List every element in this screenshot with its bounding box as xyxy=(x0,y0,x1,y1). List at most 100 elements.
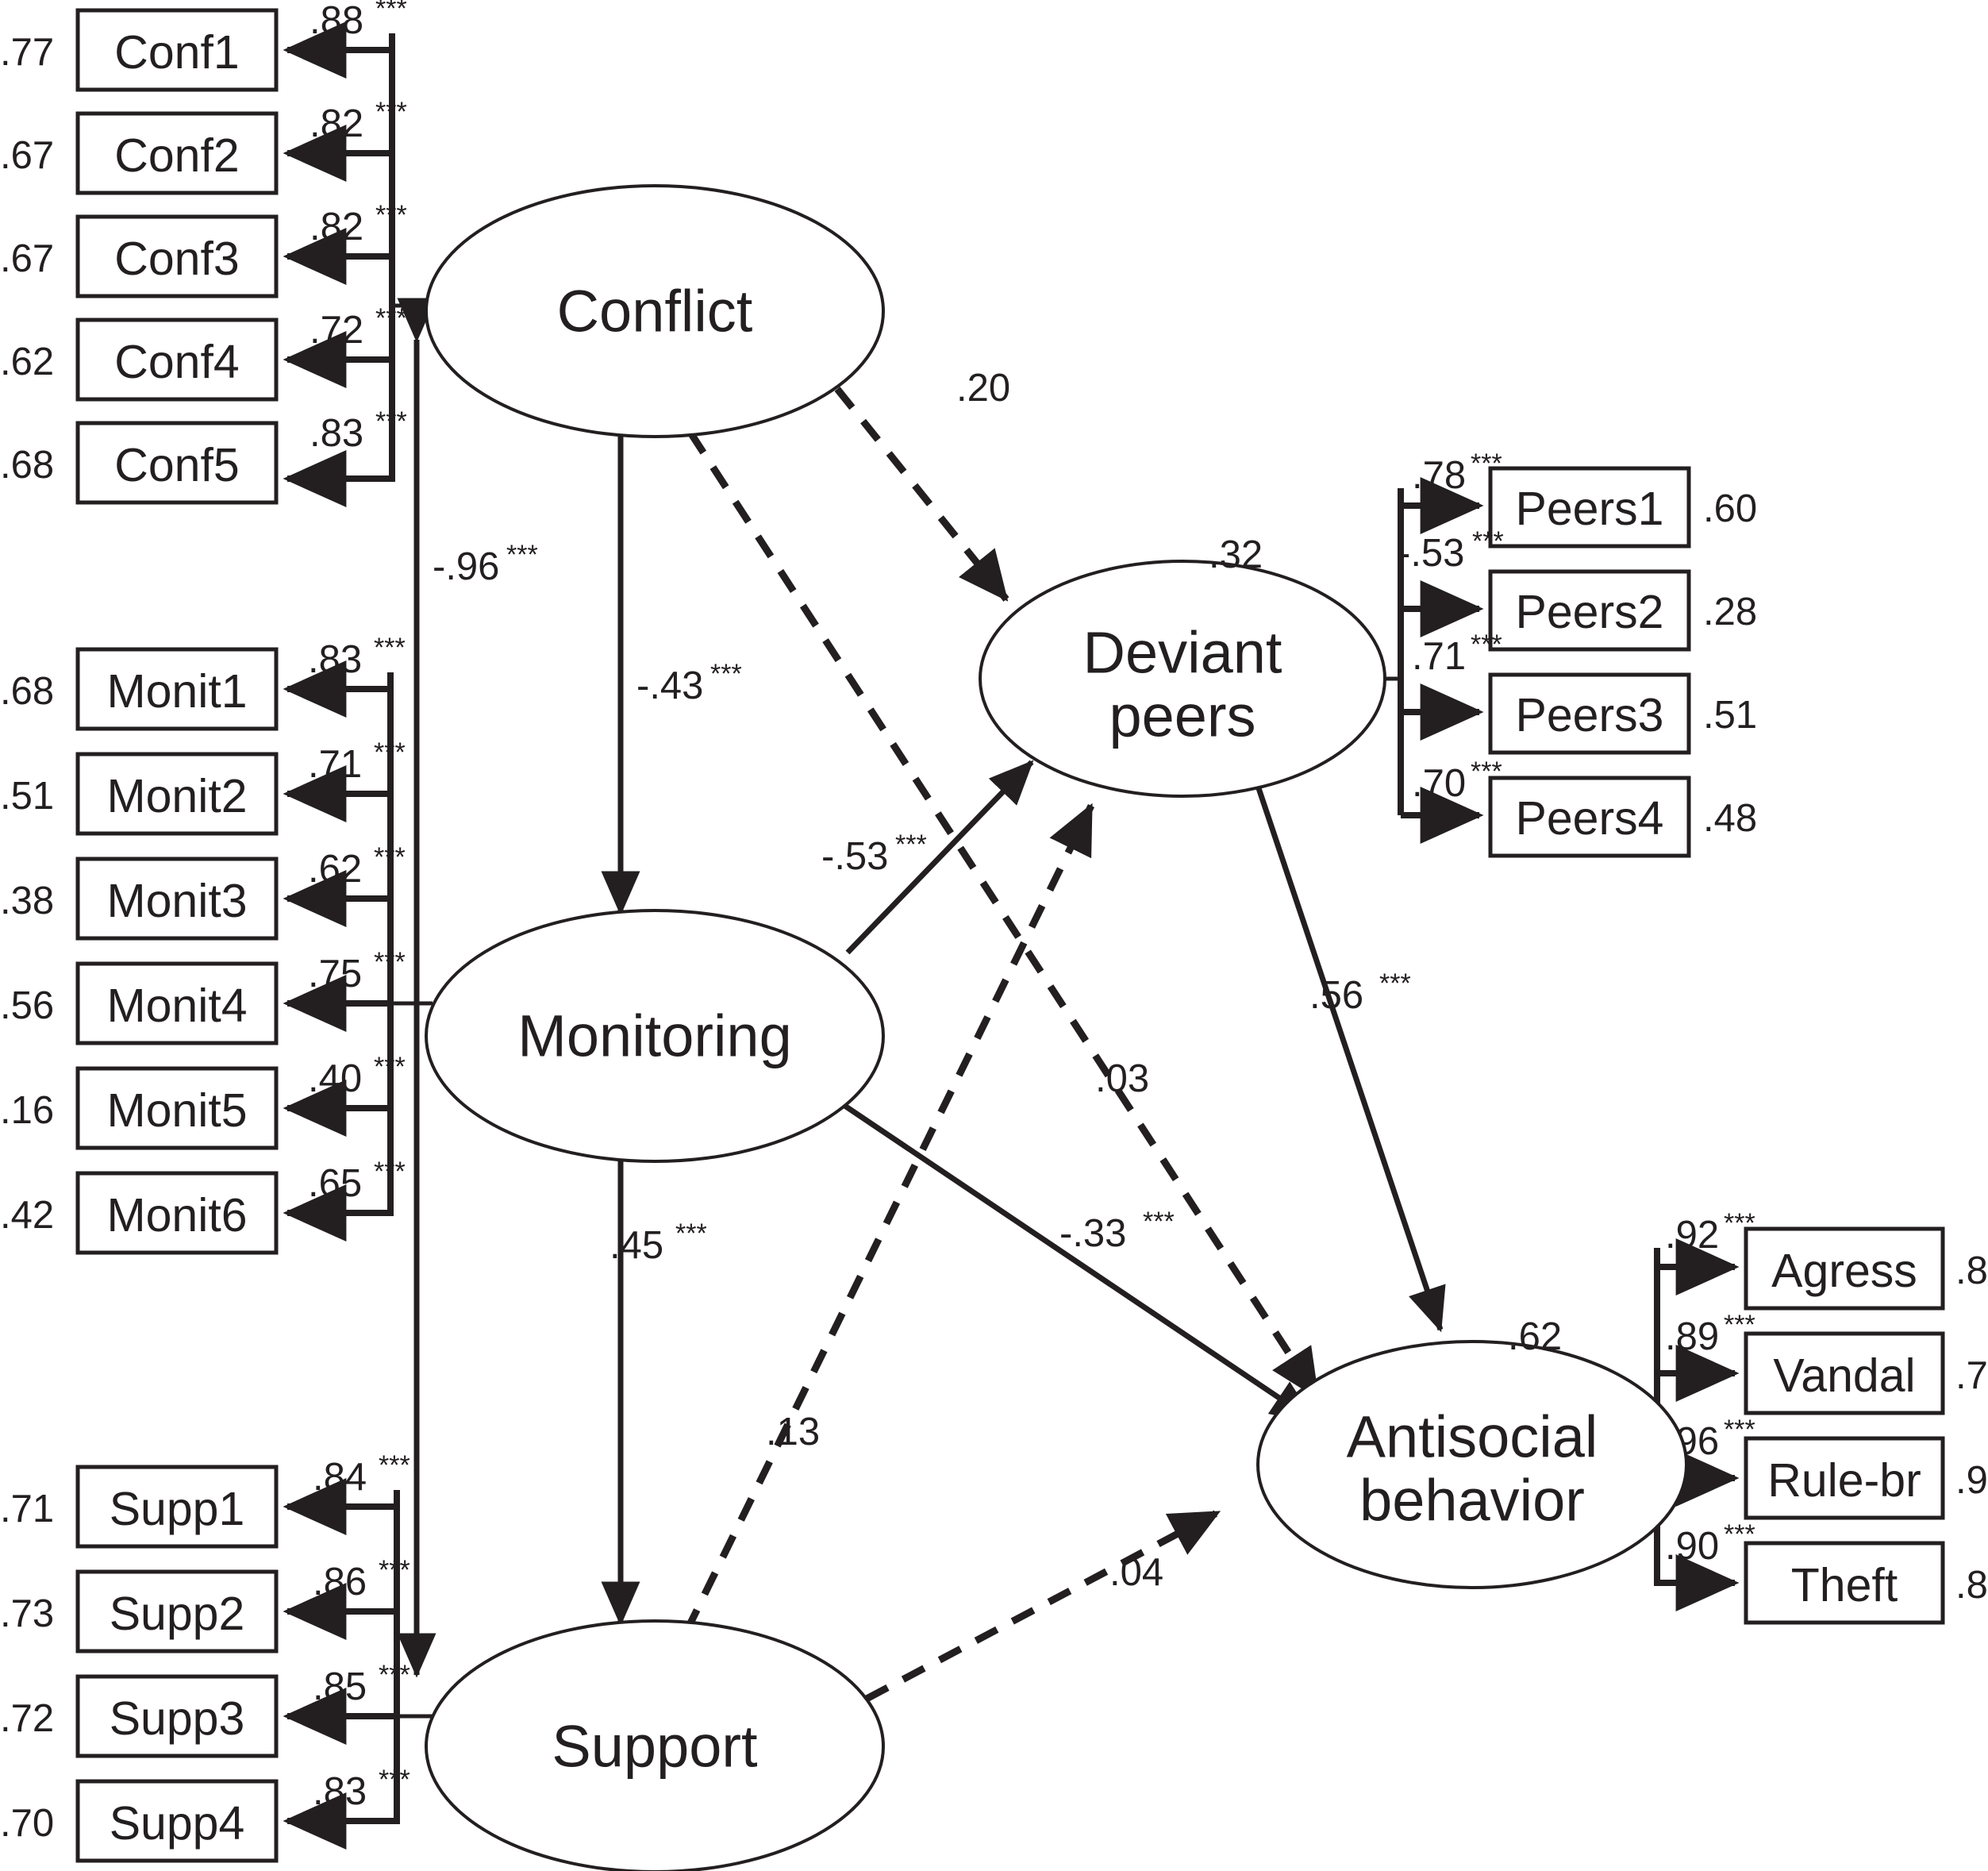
indicator-label-conf4: Conf4 xyxy=(114,336,239,388)
latent-ellipse-conflict xyxy=(425,184,885,438)
latent-label-antisocial-line1: Antisocial xyxy=(1347,1404,1598,1470)
r-squared-peers: .32 xyxy=(1209,533,1263,576)
coef-monitoring-antisocial: -.33 xyxy=(1059,1212,1126,1255)
indicator-box-conf1 xyxy=(75,8,279,92)
residual-conf3: .67 xyxy=(0,237,54,280)
residual-conf1: .77 xyxy=(0,31,54,74)
indicator-label-theft: Theft xyxy=(1791,1559,1898,1611)
residual-conf4: .62 xyxy=(0,341,54,383)
indicator-label-peers1: Peers1 xyxy=(1516,483,1664,535)
indicator-box-supp4 xyxy=(75,1779,279,1863)
loading-peers4: .70 xyxy=(1412,762,1466,805)
indicator-box-conf4 xyxy=(75,318,279,402)
residual-monit6: .42 xyxy=(0,1194,54,1237)
loading-conf4: .72 xyxy=(310,309,363,352)
residual-peers2: .28 xyxy=(1703,591,1757,633)
loading-monit4: .75 xyxy=(308,953,362,995)
residual-supp2: .73 xyxy=(0,1592,54,1635)
sig-peers2: *** xyxy=(1472,526,1504,556)
indicator-box-supp1 xyxy=(75,1465,279,1549)
indicator-label-monit3: Monit3 xyxy=(106,875,247,927)
sig-monitoring-support: *** xyxy=(675,1218,707,1249)
residual-monit4: .56 xyxy=(0,984,54,1027)
coef-support-antisocial: .04 xyxy=(1109,1551,1163,1594)
indicator-box-monit5 xyxy=(75,1066,279,1150)
indicator-label-conf1: Conf1 xyxy=(114,26,239,79)
indicator-box-agress xyxy=(1744,1226,1945,1311)
sig-peers-antisocial: *** xyxy=(1379,968,1411,999)
residual-monit1: .68 xyxy=(0,670,54,713)
latent-label-monitoring: Monitoring xyxy=(517,1003,792,1069)
indicator-label-supp2: Supp2 xyxy=(110,1588,245,1640)
indicator-box-monit4 xyxy=(75,961,279,1045)
indicator-box-theft xyxy=(1744,1541,1945,1625)
indicator-box-rulebr xyxy=(1744,1436,1945,1520)
latent-label-conflict: Conflict xyxy=(557,279,753,345)
residual-monit2: .51 xyxy=(0,775,54,818)
indicator-label-conf2: Conf2 xyxy=(114,129,239,182)
sig-peers1: *** xyxy=(1471,449,1502,479)
sig-peers4: *** xyxy=(1471,756,1502,787)
latent-ellipse-monitoring xyxy=(425,909,885,1163)
path-support-peers xyxy=(683,803,1095,1633)
antisocial-indicator-group: Agress .84 .92 *** Vandal .79 .89 *** Ru… xyxy=(1635,1208,1988,1625)
sig-theft: *** xyxy=(1724,1519,1755,1550)
coef-support-peers: .13 xyxy=(766,1411,820,1453)
peers-indicator-group: Peers1 .60 .78 *** Peers2 .28 -.53 *** P… xyxy=(1385,449,1757,858)
loading-arrow-conf5 xyxy=(283,450,395,507)
loading-conf1: .88 xyxy=(310,0,363,42)
indicator-box-supp2 xyxy=(75,1569,279,1653)
indicator-box-vandal xyxy=(1744,1331,1945,1415)
indicator-label-agress: Agress xyxy=(1771,1245,1917,1297)
loading-supp4: .83 xyxy=(313,1770,367,1813)
indicator-box-peers2 xyxy=(1488,569,1691,652)
indicator-box-supp3 xyxy=(75,1674,279,1758)
indicator-label-conf5: Conf5 xyxy=(114,439,239,491)
sig-agress: *** xyxy=(1724,1208,1755,1238)
loading-supp2: .86 xyxy=(313,1561,367,1603)
residual-theft: .82 xyxy=(1955,1564,1988,1607)
loading-peers3: .71 xyxy=(1412,635,1466,678)
indicator-label-monit5: Monit5 xyxy=(106,1084,247,1137)
path-peers-antisocial xyxy=(1255,784,1446,1333)
loading-peers2: -.53 xyxy=(1398,532,1464,575)
residual-conf5: .68 xyxy=(0,444,54,487)
coef-conflict-antisocial: .03 xyxy=(1095,1057,1149,1100)
latent-label-peers-line2: peers xyxy=(1109,683,1255,749)
residual-peers3: .51 xyxy=(1703,694,1757,737)
indicator-box-conf2 xyxy=(75,111,279,195)
indicator-label-monit1: Monit1 xyxy=(106,665,247,718)
loading-conf3: .82 xyxy=(310,206,363,248)
coef-monitoring-peers: -.53 xyxy=(821,835,888,878)
indicator-box-conf5 xyxy=(75,421,279,505)
indicator-label-conf3: Conf3 xyxy=(114,233,239,285)
indicator-box-monit1 xyxy=(75,647,279,731)
sig-monitoring-peers: *** xyxy=(895,830,927,860)
loading-monit1: .83 xyxy=(308,638,362,681)
residual-conf2: .67 xyxy=(0,134,54,177)
residual-supp3: .72 xyxy=(0,1697,54,1740)
sig-vandal: *** xyxy=(1724,1310,1755,1340)
residual-rulebr: .91 xyxy=(1955,1459,1988,1502)
residual-peers1: .60 xyxy=(1703,487,1757,530)
indicator-label-supp3: Supp3 xyxy=(110,1692,245,1745)
residual-monit5: .16 xyxy=(0,1089,54,1132)
path-monitoring-peers xyxy=(845,760,1034,955)
latent-ellipse-support xyxy=(425,1619,885,1871)
loading-monit2: .71 xyxy=(308,743,362,786)
sig-conf1: *** xyxy=(375,0,407,24)
indicator-label-supp4: Supp4 xyxy=(110,1797,245,1850)
indicator-label-rulebr: Rule-br xyxy=(1767,1454,1921,1507)
latent-ellipse-antisocial xyxy=(1256,1340,1688,1589)
coef-peers-antisocial: .56 xyxy=(1309,974,1363,1017)
sig-supp1: *** xyxy=(379,1450,410,1480)
sig-monitoring-antisocial: *** xyxy=(1143,1207,1175,1237)
latent-label-support: Support xyxy=(552,1714,758,1780)
loading-supp1: .84 xyxy=(313,1456,367,1499)
loading-conf2: .82 xyxy=(310,102,363,145)
indicator-box-monit3 xyxy=(75,857,279,941)
path-support-antisocial xyxy=(864,1509,1221,1702)
loading-monit6: .65 xyxy=(308,1162,362,1205)
indicator-box-monit2 xyxy=(75,752,279,836)
